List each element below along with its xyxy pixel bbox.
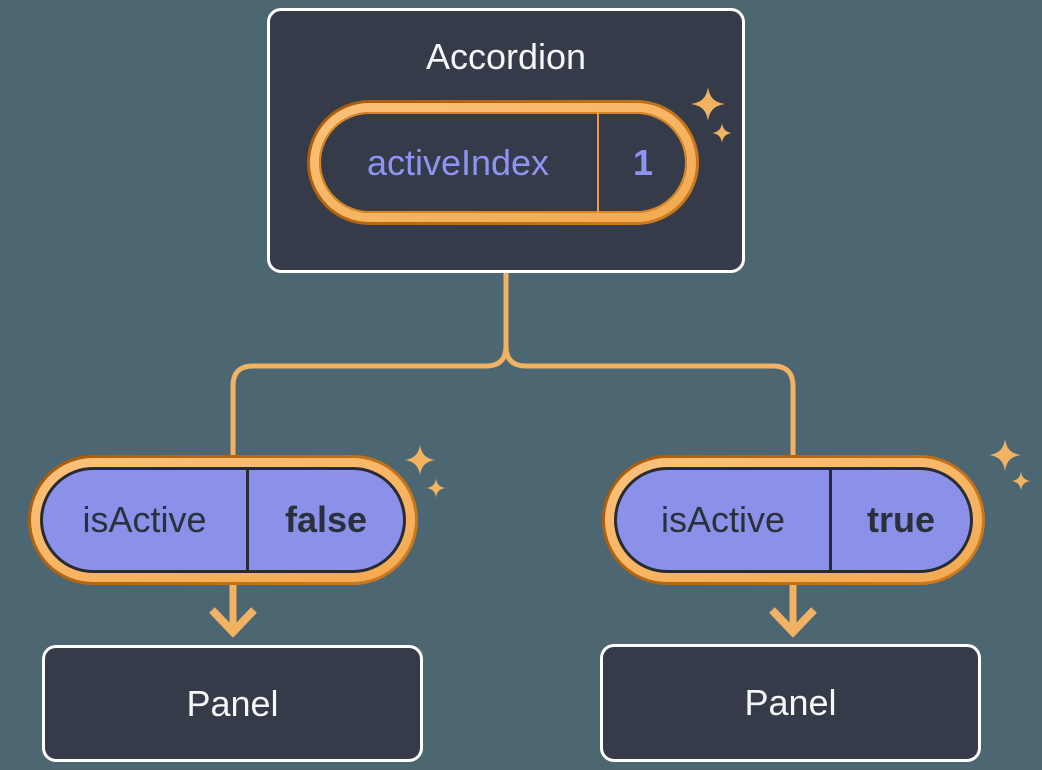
sparkle-icon — [989, 439, 1021, 471]
panel-box-left: Panel — [42, 645, 423, 762]
state-value-cell: true — [832, 470, 970, 570]
state-value-cell: false — [249, 470, 403, 570]
connector-left-branch — [230, 273, 509, 456]
panel-label: Panel — [186, 682, 279, 724]
panel-box-right: Panel — [600, 644, 981, 762]
sparkle-icon — [1011, 471, 1031, 491]
pill-divider — [829, 470, 832, 570]
sparkle-icon — [426, 478, 446, 498]
pill-divider — [246, 470, 249, 570]
state-value-cell: 1 — [599, 112, 687, 213]
sparkle-icon — [404, 444, 436, 476]
state-name: activeIndex — [366, 141, 550, 183]
state-name: isActive — [82, 499, 207, 540]
state-name: isActive — [660, 499, 786, 540]
state-value: 1 — [632, 141, 654, 183]
state-value: false — [284, 499, 368, 540]
state-value: true — [866, 499, 935, 540]
state-name-cell: isActive — [43, 470, 246, 570]
arrow-down-right-icon — [769, 584, 817, 638]
pill-orange-band: activeIndex 1 — [310, 103, 696, 222]
arrow-down-left-icon — [209, 584, 257, 638]
connector-right-branch — [503, 273, 796, 456]
accordion-title: Accordion — [425, 36, 587, 77]
state-name-cell: isActive — [617, 470, 829, 570]
is-active-pill-right: isActive true — [602, 455, 985, 585]
pill-orange-band: isActive true — [605, 458, 982, 582]
is-active-pill-left: isActive false — [28, 455, 418, 585]
active-index-pill: activeIndex 1 — [307, 100, 699, 225]
panel-label: Panel — [744, 682, 837, 723]
state-name-cell: activeIndex — [319, 112, 597, 213]
pill-orange-band: isActive false — [31, 458, 415, 582]
pill-divider — [597, 112, 599, 213]
